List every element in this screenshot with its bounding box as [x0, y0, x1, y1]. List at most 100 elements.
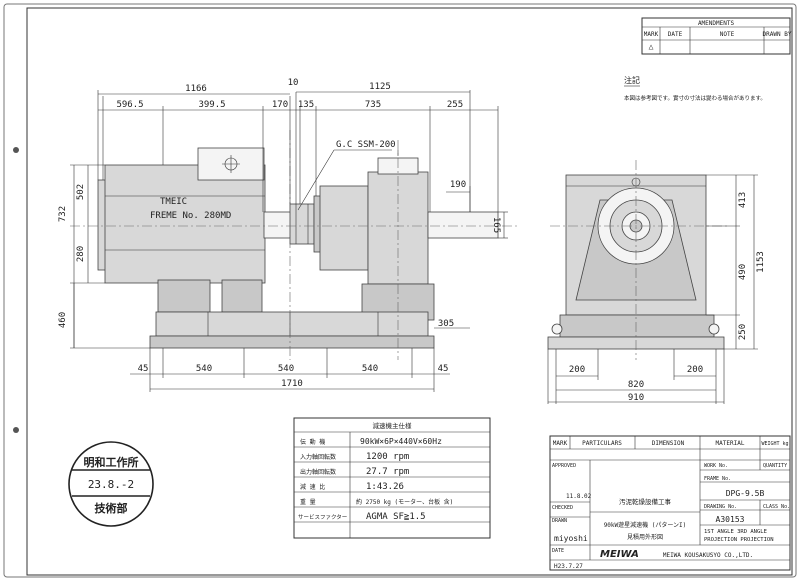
amendments-col-date: DATE: [668, 31, 683, 38]
tb-dimension: DIMENSION: [652, 440, 685, 447]
amendment-mark-symbol: △: [649, 42, 654, 51]
side-view: [547, 160, 730, 360]
base-frame: [155, 311, 429, 337]
tb-logo: MEIWA: [600, 549, 639, 560]
tb-projection-1: 1ST ANGLE 3RD ANGLE: [704, 529, 767, 535]
tb-mark: MARK: [553, 440, 568, 447]
tb-designer: miyoshi: [554, 534, 588, 543]
tb-material: MATERIAL: [716, 440, 745, 447]
stamp-department: 技術部: [95, 501, 128, 515]
front-dims-right: 190 165 305: [434, 180, 508, 329]
spec-table: 減速機主仕様 伝 動 機 90kW×6P×440V×60Hz 入力軸回転数 12…: [293, 417, 491, 539]
dim-200-left: 200: [569, 365, 585, 375]
tb-class-no: CLASS No.: [763, 504, 790, 510]
tb-date: H23.7.27: [554, 563, 583, 570]
tb-project: 汚泥乾燥設備工事: [619, 497, 672, 506]
binding-hole: [13, 427, 19, 433]
spec-label-service-factor: サービスファクター: [298, 513, 347, 521]
spec-label-motor: 伝 動 機: [300, 438, 325, 446]
dim-1125: 1125: [369, 82, 391, 92]
side-dims-bottom: 200 200 820 910: [547, 349, 725, 404]
tb-date-label: DATE: [552, 548, 564, 554]
output-shaft: [427, 211, 499, 239]
dim-1166: 1166: [185, 84, 207, 94]
dim-502: 502: [76, 184, 86, 200]
tb-work-no: WORK No.: [704, 463, 728, 469]
coupling-callout: G.C SSM-200: [297, 140, 396, 211]
dim-165: 165: [491, 217, 501, 233]
tb-checked-date: 11.8.02: [566, 493, 592, 500]
tb-drawn: DRAWN: [552, 518, 567, 524]
binding-hole: [13, 147, 19, 153]
dim-135: 135: [298, 100, 314, 110]
spec-label-input-speed: 入力軸回転数: [300, 453, 336, 461]
reducer-input-stage: [319, 185, 369, 271]
tb-drawing-no-label: DRAWING No.: [704, 504, 737, 510]
dim-540-a: 540: [196, 364, 212, 374]
front-dims-left: 732 502 280 460: [58, 164, 150, 349]
dim-305: 305: [438, 319, 454, 329]
spec-label-ratio: 減 速 比: [300, 483, 325, 491]
amendments-col-drawn-by: DRAWN BY: [763, 31, 792, 38]
dim-45-left: 45: [138, 364, 149, 374]
dim-820: 820: [628, 380, 644, 390]
notes-block: 注記 本図は参考図です。實寸の寸法は變わる場合があります。: [624, 75, 766, 102]
tb-approved: APPROVED: [552, 463, 576, 469]
dim-280: 280: [76, 246, 86, 262]
dim-45-right: 45: [438, 364, 449, 374]
tb-weight: WEIGHT kg: [761, 441, 788, 447]
approval-stamp: 明和工作所 23.8.-2 技術部: [68, 441, 154, 527]
spec-table-title: 減速機主仕様: [373, 421, 413, 430]
spec-value-input-speed: 1200 rpm: [366, 452, 409, 462]
dim-735: 735: [365, 100, 381, 110]
front-view: TMEIC FREME No. 280MD: [70, 130, 520, 360]
amendments-title: AMENDMENTS: [698, 20, 735, 27]
motor-label-frame: FREME No. 280MD: [150, 211, 231, 221]
dim-255: 255: [447, 100, 463, 110]
dim-10: 10: [288, 78, 299, 88]
notes-heading: 注記: [624, 75, 640, 85]
amendments-col-note: NOTE: [720, 31, 735, 38]
tb-frame-no: DPG-9.5B: [726, 489, 765, 498]
dim-490: 490: [738, 264, 748, 280]
coupling: [289, 203, 315, 245]
dim-540-c: 540: [362, 364, 378, 374]
dim-540-b: 540: [278, 364, 294, 374]
title-block: MARK PARTICULARS DIMENSION MATERIAL WEIG…: [549, 435, 791, 571]
tb-item-name: 90kW遊星減速機 (パターンI): [604, 521, 687, 529]
notes-line: 本図は参考図です。實寸の寸法は變わる場合があります。: [624, 94, 766, 102]
side-base-frame: [559, 314, 715, 338]
spec-value-service-factor: AGMA SF≧1.5: [366, 512, 426, 522]
tb-quantity: QUANTITY: [763, 463, 787, 469]
tb-particulars: PARTICULARS: [582, 440, 622, 447]
amendments-block: AMENDMENTS MARK DATE NOTE DRAWN BY △: [641, 17, 792, 55]
side-dims-right: 413 490 250 1153: [706, 174, 766, 350]
tb-drawing-no: A30153: [716, 515, 745, 524]
base-plate: [149, 335, 435, 349]
spec-value-ratio: 1:43.26: [366, 482, 404, 492]
dim-190: 190: [450, 180, 466, 190]
tb-company: MEIWA KOUSAKUSYO CO.,LTD.: [663, 552, 753, 559]
tb-item-sub: 見積用外形図: [627, 533, 663, 541]
spec-value-output-speed: 27.7 rpm: [366, 467, 409, 477]
tb-frame-no-label: FRAME No.: [704, 476, 731, 482]
dim-170: 170: [272, 100, 288, 110]
dim-460: 460: [58, 312, 68, 328]
motor-label-maker: TMEIC: [160, 197, 187, 207]
dim-200-right: 200: [687, 365, 703, 375]
sheet-border-inner: [26, 7, 793, 576]
tb-checked: CHECKED: [552, 505, 573, 511]
stamp-date: 23.8.-2: [88, 478, 134, 491]
dim-910: 910: [628, 393, 644, 403]
amendments-col-mark: MARK: [644, 31, 659, 38]
spec-value-weight: 約 2750 kg (モーター、台板 含): [356, 498, 453, 506]
tb-projection-2: PROJECTION PROJECTION: [704, 537, 774, 543]
motor-body: [104, 164, 266, 284]
dim-1710: 1710: [281, 379, 303, 389]
dim-413: 413: [738, 192, 748, 208]
dim-1153: 1153: [756, 251, 766, 273]
dim-250: 250: [738, 324, 748, 340]
dim-732: 732: [58, 206, 68, 222]
